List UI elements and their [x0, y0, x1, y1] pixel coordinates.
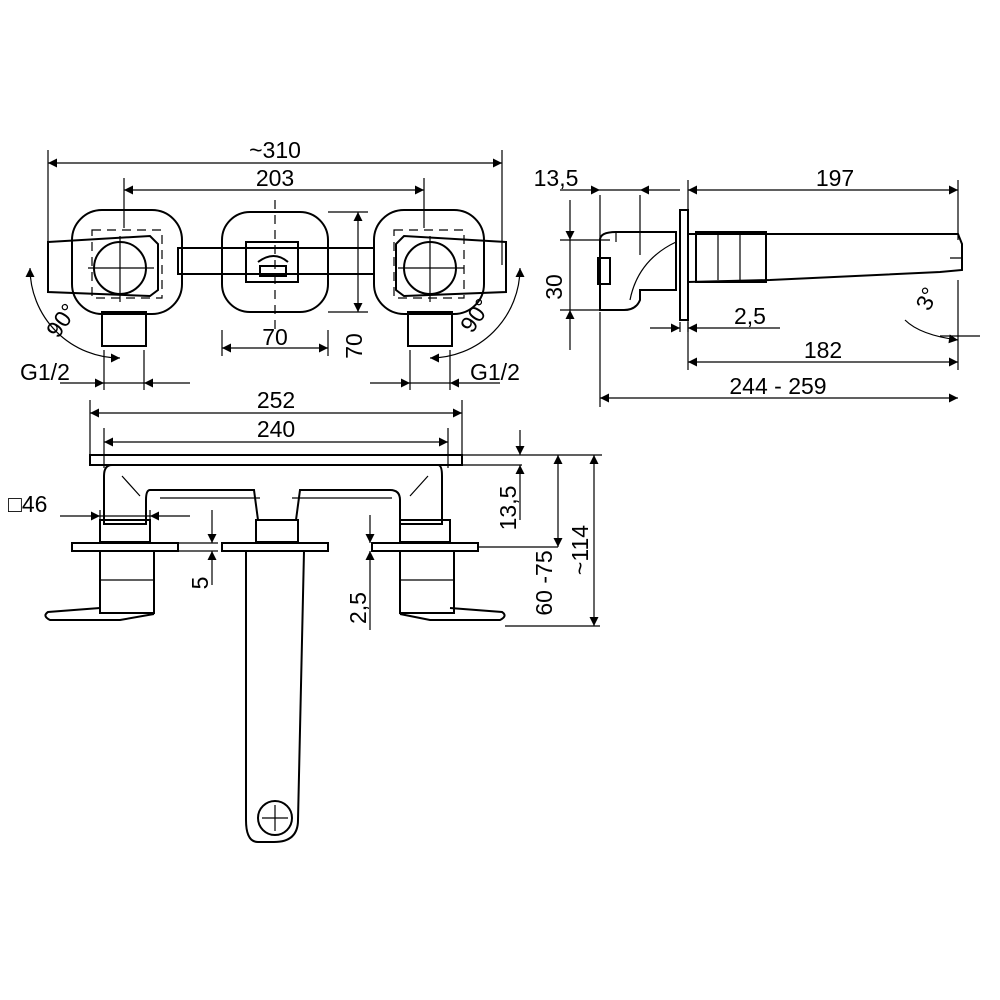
wall-offset-label: 13,5	[534, 165, 579, 191]
body-width-label: 252	[257, 387, 295, 413]
rosette-gap-label: 5	[187, 577, 213, 590]
connection-right-label: G1/2	[470, 359, 520, 385]
spout-length-label: 197	[816, 165, 854, 191]
total-projection-label: 244 - 259	[729, 373, 826, 399]
installation-depth-label: 60 -75	[531, 550, 557, 615]
spout-reach-label: 182	[804, 337, 842, 363]
rosette-thickness-label: 2,5	[734, 303, 766, 329]
left-handle-plate	[71, 209, 183, 315]
total-depth-label: ~114	[567, 525, 593, 575]
rotation-right-label: 90°	[455, 294, 496, 337]
body-inner-width-label: 240	[257, 416, 295, 442]
side-view: 13,5 197 30 2,5 182 244 - 259 3°	[534, 165, 980, 407]
escutcheon-width-label: 70	[262, 324, 288, 350]
overall-width-label: ~310	[249, 137, 301, 163]
handle-spacing-label: 203	[256, 165, 294, 191]
front-view: ~310 203 70 70 90° 90° G1/2 G1/2	[20, 137, 525, 390]
body-depth-top-label: 13,5	[495, 486, 521, 531]
rotation-left-label: 90°	[41, 299, 82, 342]
connection-left-label: G1/2	[20, 359, 70, 385]
plan-view: 252 240 □46 5 2,5 13,5 60 -75 ~114	[8, 387, 602, 843]
escutcheon-height-label: 70	[341, 333, 367, 359]
right-handle-plate	[373, 209, 485, 315]
spout-angle-label: 3°	[910, 283, 943, 314]
handle-square-label: □46	[8, 491, 47, 517]
rosette-gap-right-label: 2,5	[345, 592, 371, 624]
spout-height-label: 30	[541, 274, 567, 300]
